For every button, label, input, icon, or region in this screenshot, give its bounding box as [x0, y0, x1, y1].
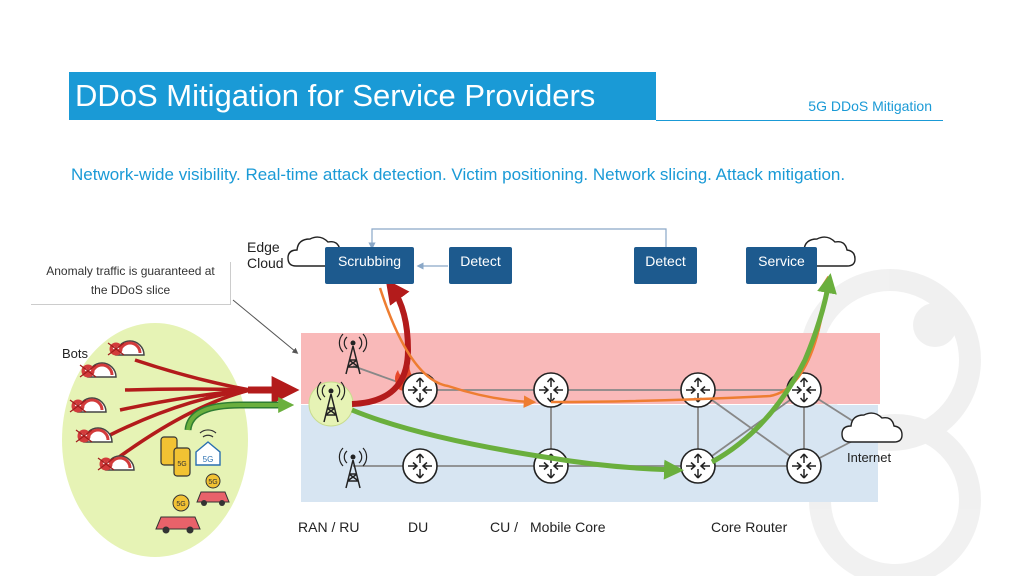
anomaly-callout: Anomaly traffic is guaranteed at the DDo…: [31, 262, 231, 305]
detect-box-core: Detect: [634, 247, 697, 284]
car-icon: 5G: [196, 473, 230, 506]
clean-entry-arrow-head: [186, 397, 295, 431]
callout-line2: the DDoS slice: [90, 283, 171, 297]
stage-label-du: DU: [408, 519, 429, 535]
du-router-normal-icon: [402, 448, 438, 484]
stage-label-ran: RAN / RU: [298, 519, 360, 535]
car-icon: 5G: [155, 494, 201, 534]
bot-icon: [106, 339, 146, 357]
stage-label-cu: CU /: [490, 519, 518, 535]
scrubbed-flow-orange: [378, 287, 537, 408]
normal-slice-band: [301, 405, 878, 502]
core-router-3-icon: [786, 372, 822, 408]
bot-icon: [68, 396, 108, 414]
title-bar: [69, 72, 656, 120]
tagline: Network-wide visibility. Real-time attac…: [71, 165, 846, 184]
core-router-4-icon: [786, 448, 822, 484]
clean-flow-to-core: [351, 407, 684, 480]
clean-flow-to-service: [710, 273, 837, 465]
edge-cloud-label-line2: Cloud: [247, 255, 284, 271]
page-title: DDoS Mitigation for Service Providers: [75, 78, 596, 113]
scrubbing-box: Scrubbing: [325, 247, 414, 284]
scrubbed-flow-to-service: [550, 275, 833, 404]
home-5g-icon: 5G: [195, 429, 221, 466]
bot-traffic-lines: [109, 358, 251, 462]
core-router-1-icon: [680, 372, 716, 408]
bots-label: Bots: [62, 346, 89, 361]
badge-text: 5G: [176, 501, 185, 508]
core-router-2-icon: [680, 448, 716, 484]
edge-cloud-label-line1: Edge: [247, 239, 280, 255]
badge-text: 5G: [177, 461, 186, 468]
stage-label-core-router: Core Router: [711, 519, 788, 535]
title-rule: [656, 120, 943, 121]
detect-feedback-arrow: [368, 228, 667, 270]
callout-pointer: [232, 299, 299, 354]
section-label: 5G DDoS Mitigation: [808, 98, 932, 114]
bot-icon: [96, 454, 136, 472]
bot-icon: [74, 426, 114, 444]
service-box: Service: [746, 247, 817, 284]
detect-box-edge: Detect: [449, 247, 512, 284]
internet-label: Internet: [847, 450, 892, 465]
bot-icon: [78, 361, 118, 379]
stage-label-mobile-core: Mobile Core: [530, 519, 606, 535]
badge-text: 5G: [208, 479, 217, 486]
phone-icon: 5G: [160, 436, 191, 477]
callout-line1: Anomaly traffic is guaranteed at: [46, 264, 215, 278]
badge-text: 5G: [203, 455, 214, 464]
